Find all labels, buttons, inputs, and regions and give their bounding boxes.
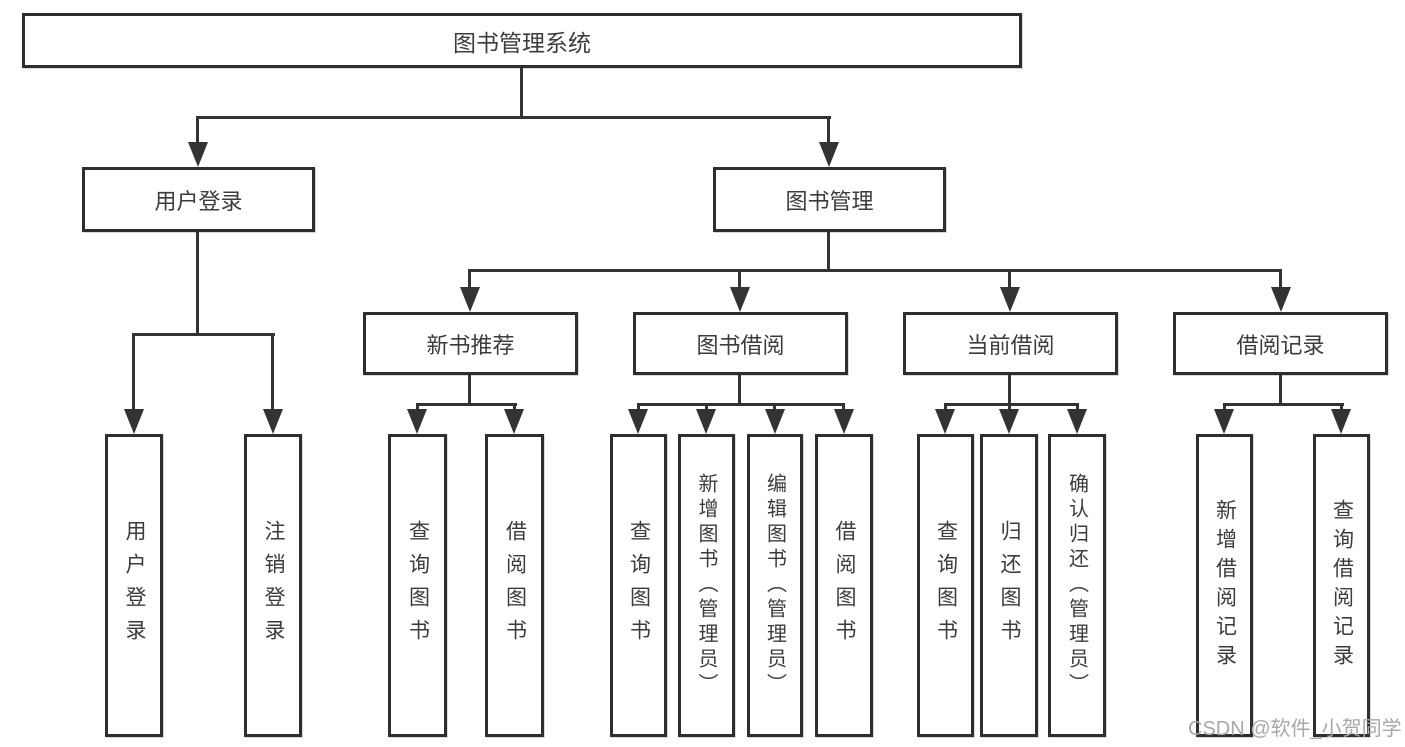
arrow-down-icon	[696, 409, 716, 434]
connector-drop	[773, 403, 776, 412]
arrow-down-icon	[1331, 409, 1351, 434]
connector-drop	[1340, 403, 1343, 412]
leaf-add-borrow-record: 新增借阅记录	[1196, 434, 1253, 737]
connector-drop-leaf-logout	[271, 333, 274, 411]
csdn-watermark: CSDN @软件_小贺同学	[1188, 718, 1402, 740]
connector-userlogin-rail	[132, 333, 275, 336]
arrow-down-icon	[188, 142, 208, 167]
connector-bookmgmt-stem	[827, 232, 830, 272]
node-new-book-recommend: 新书推荐	[363, 312, 578, 375]
connector-drop	[416, 403, 419, 412]
node-book-borrowing: 图书借阅	[633, 312, 848, 375]
leaf-add-books-admin: 新增图书（管理员）	[678, 434, 735, 737]
connector-drop-book-mgmt	[827, 116, 830, 144]
connector-drop-leaf-login	[132, 333, 135, 411]
leaf-return-books: 归还图书	[980, 434, 1038, 737]
arrow-down-icon	[460, 287, 480, 312]
leaf-borrow-books: 借阅图书	[815, 434, 873, 737]
arrow-down-icon	[999, 409, 1019, 434]
connector-current-stem	[1008, 375, 1011, 406]
connector-drop	[1076, 403, 1079, 412]
connector-drop	[705, 403, 708, 412]
connector-bookmgmt-rail	[468, 269, 1282, 272]
connector-root-rail	[196, 116, 831, 119]
arrow-down-icon	[124, 409, 144, 434]
leaf-confirm-return-admin: 确认归还（管理员）	[1048, 434, 1106, 737]
connector-current-rail	[944, 403, 1079, 406]
arrow-down-icon	[1067, 409, 1087, 434]
leaf-edit-books-admin: 编辑图书（管理员）	[747, 434, 803, 737]
connector-userlogin-stem	[196, 232, 199, 336]
leaf-borrow-books-recommend: 借阅图书	[485, 434, 544, 737]
connector-records-stem	[1279, 375, 1282, 406]
arrow-down-icon	[765, 409, 785, 434]
connector-drop	[1223, 403, 1226, 412]
leaf-user-login: 用户登录	[105, 434, 163, 737]
connector-newrec-stem	[468, 375, 471, 406]
connector-drop	[637, 403, 640, 412]
arrow-down-icon	[819, 142, 839, 167]
arrow-down-icon	[263, 409, 283, 434]
connector-drop	[513, 403, 516, 412]
arrow-down-icon	[504, 409, 524, 434]
connector-drop-borrowing	[738, 269, 741, 290]
connector-borrowing-rail	[637, 403, 845, 406]
arrow-down-icon	[1271, 287, 1291, 312]
connector-drop	[944, 403, 947, 412]
leaf-query-books-borrowing: 查询图书	[610, 434, 667, 737]
connector-newrec-rail	[416, 403, 517, 406]
node-root-library-system: 图书管理系统	[22, 13, 1022, 68]
arrow-down-icon	[1000, 287, 1020, 312]
connector-drop-newrec	[468, 269, 471, 290]
connector-drop-user-login	[196, 116, 199, 144]
leaf-logout: 注销登录	[244, 434, 302, 737]
arrow-down-icon	[834, 409, 854, 434]
connector-drop	[1008, 403, 1011, 412]
connector-borrowing-stem	[738, 375, 741, 406]
arrow-down-icon	[730, 287, 750, 312]
node-user-login-group: 用户登录	[82, 167, 315, 232]
arrow-down-icon	[407, 409, 427, 434]
leaf-query-books-recommend: 查询图书	[388, 434, 447, 737]
node-current-borrowing: 当前借阅	[903, 312, 1118, 375]
leaf-query-borrow-record: 查询借阅记录	[1313, 434, 1370, 737]
node-book-management-group: 图书管理	[713, 167, 946, 232]
connector-drop	[842, 403, 845, 412]
arrow-down-icon	[935, 409, 955, 434]
connector-drop-records	[1279, 269, 1282, 290]
connector-records-rail	[1223, 403, 1344, 406]
leaf-query-books-current: 查询图书	[917, 434, 974, 737]
connector-root-stem	[520, 68, 523, 118]
node-borrowing-records: 借阅记录	[1173, 312, 1388, 375]
connector-drop-current	[1008, 269, 1011, 290]
arrow-down-icon	[628, 409, 648, 434]
arrow-down-icon	[1214, 409, 1234, 434]
